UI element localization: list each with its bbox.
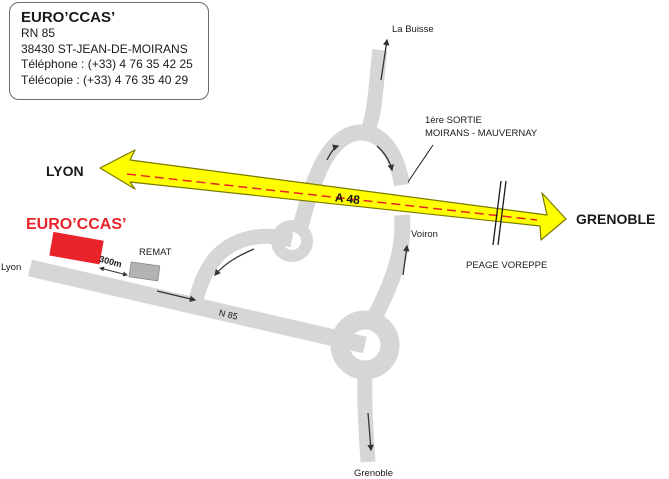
highway-a48 (99, 149, 567, 241)
road-n85 (28, 259, 367, 354)
highway-arrow (99, 149, 567, 241)
arrow-loop-up (326, 144, 340, 161)
company-block (49, 231, 104, 265)
road-loop (292, 124, 410, 231)
arrow-ramp-down (214, 248, 255, 276)
label-city-west: LYON (46, 163, 84, 179)
label-highway: A 48 (334, 190, 361, 207)
exit-pointer (407, 144, 434, 183)
toll-gate (492, 180, 507, 246)
remat-block (128, 261, 161, 282)
address-line-1: RN 85 (21, 26, 56, 40)
distance-arrow (99, 266, 128, 277)
phone-number: Téléphone : (+33) 4 76 35 42 25 (21, 57, 193, 71)
road-to-voiron-junction (364, 214, 411, 326)
label-la-buisse: La Buisse (392, 24, 434, 35)
label-distance: 300m (98, 254, 123, 270)
highway-centerline (126, 173, 538, 221)
company-name: EURO’CCAS’ (21, 9, 116, 26)
address-line-2: 38430 ST-JEAN-DE-MOIRANS (21, 41, 188, 56)
label-lyon-road: Lyon (1, 262, 21, 273)
road-north-la-buisse (360, 49, 388, 133)
fax-number: Télécopie : (+33) 4 76 35 40 29 (21, 72, 189, 87)
arrow-loop-down (376, 145, 394, 172)
direction-arrows (156, 38, 410, 452)
arrow-to-la-buisse (380, 38, 390, 81)
small-roundabout (271, 220, 313, 262)
label-exit-line2: MOIRANS - MAUVERNAY (425, 128, 538, 139)
label-city-east: GRENOBLE (576, 211, 655, 227)
label-road-n85: N 85 (218, 308, 239, 322)
label-toll: PEAGE VOREPPE (466, 260, 547, 271)
label-exit-line1: 1ère SORTIE (425, 115, 482, 126)
company-info-box: EURO’CCAS’ RN 85 38430 ST-JEAN-DE-MOIRAN… (9, 2, 209, 100)
big-roundabout (330, 310, 400, 380)
arrow-to-voiron (402, 244, 410, 276)
label-grenoble-south: Grenoble (354, 468, 393, 479)
arrow-n85-east (156, 290, 197, 302)
label-remat: REMAT (139, 247, 172, 258)
arrow-to-grenoble (367, 412, 374, 452)
label-voiron: Voiron (411, 229, 438, 240)
road-south-grenoble (357, 374, 376, 463)
label-company-map: EURO’CCAS’ (26, 216, 126, 233)
